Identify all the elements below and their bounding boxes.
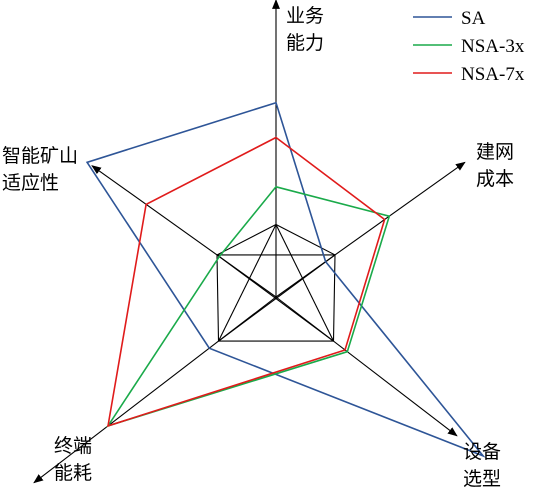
axes-group [33, 0, 466, 484]
web-line [217, 224, 277, 342]
axis-label-4-line-2: 能耗 [54, 462, 92, 484]
legend-label-1: SA [461, 8, 486, 29]
legend-label-3: NSA-7x [461, 64, 525, 85]
legend-label-2: NSA-3x [461, 36, 525, 57]
web-lines [216, 223, 336, 342]
series-nsa-7x-polygon [106, 136, 386, 428]
axis-3 [275, 296, 458, 437]
web-line [216, 254, 334, 342]
web-polygon [216, 223, 336, 342]
axis-label-2-line-2: 成本 [476, 168, 514, 190]
axis-label-3-line-2: 选型 [463, 468, 501, 489]
axis-label-4-line-1: 终端 [54, 435, 92, 457]
axis-5 [91, 165, 277, 298]
axis-label-5-line-1: 智能矿山 [2, 145, 78, 167]
axis-label-5-line-2: 适应性 [2, 172, 59, 194]
web-line [218, 254, 336, 342]
series-group [85, 101, 486, 458]
series-sa-polygon [85, 101, 486, 458]
web-line [275, 224, 335, 342]
axis-label-2-line-1: 建网 [476, 141, 514, 163]
axis-label-1-line-2: 能力 [286, 32, 324, 54]
axis-2 [275, 161, 466, 298]
axis-label-3-line-1: 设备 [463, 441, 501, 463]
series-nsa-3x-polygon [106, 185, 391, 428]
axis-label-1-line-1: 业务 [286, 5, 324, 27]
